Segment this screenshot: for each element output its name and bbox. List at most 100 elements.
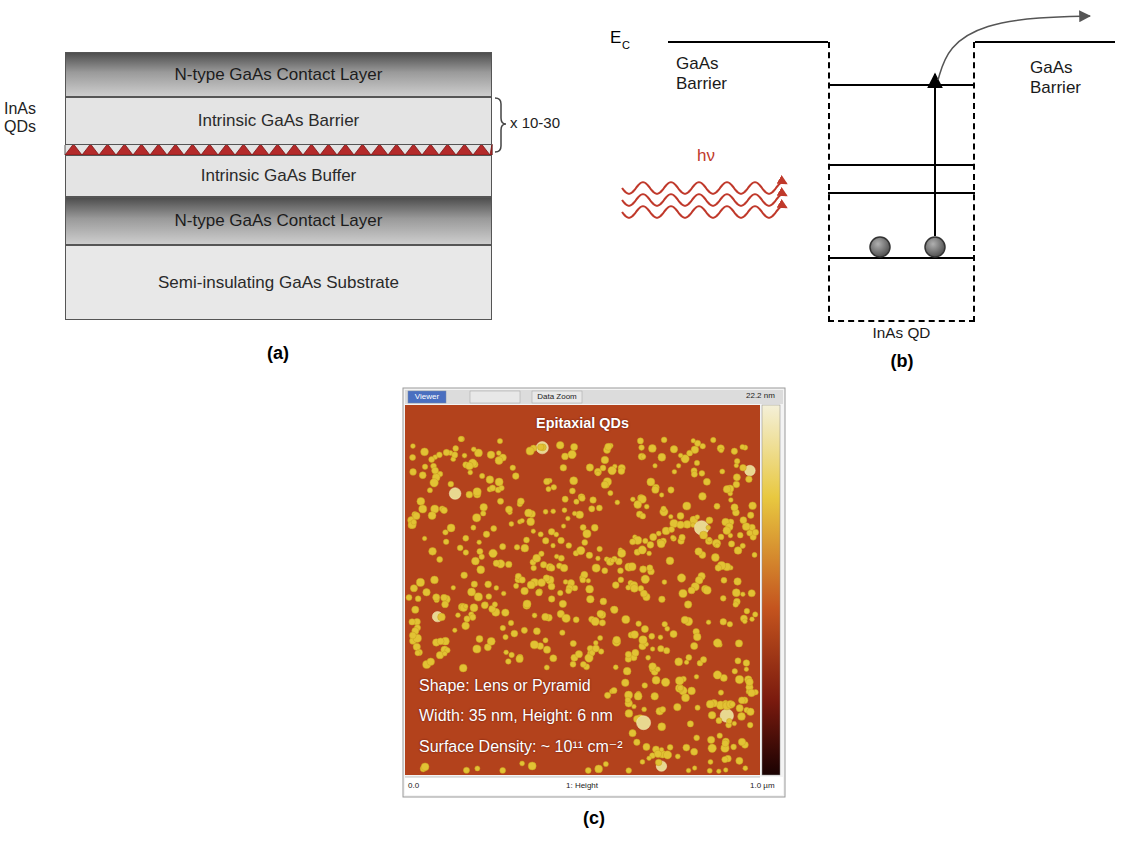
quantum-dot [550, 655, 557, 662]
quantum-dot [447, 524, 455, 532]
qd-strip [65, 145, 492, 155]
quantum-dot [748, 512, 754, 518]
quantum-dot [727, 718, 732, 723]
layer-label: Intrinsic GaAs Buffer [201, 166, 357, 186]
quantum-dot [634, 501, 642, 509]
quantum-dot [676, 464, 680, 468]
quantum-dot [566, 588, 572, 594]
quantum-dot [707, 736, 714, 743]
quantum-dot [687, 721, 693, 727]
image-note: Width: 35 nm, Height: 6 nm [419, 707, 613, 725]
quantum-dot [501, 591, 506, 596]
quantum-dot [711, 437, 716, 442]
quantum-dot [641, 625, 648, 632]
quantum-dot [543, 509, 548, 514]
quantum-dot [460, 604, 468, 612]
quantum-dot [517, 498, 524, 505]
quantum-dot [675, 754, 680, 759]
quantum-dot [640, 759, 645, 764]
quantum-dot [684, 601, 691, 608]
quantum-dot [409, 632, 416, 639]
quantum-dot [723, 527, 731, 535]
quantum-dot [622, 615, 630, 623]
quantum-dot [451, 585, 456, 590]
quantum-dot [602, 568, 608, 574]
quantum-dot [630, 539, 636, 545]
quantum-dot [723, 768, 728, 773]
quantum-dot [629, 730, 636, 737]
quantum-dot [486, 476, 494, 484]
quantum-dot [527, 581, 535, 589]
quantum-dot [472, 557, 480, 565]
quantum-dot [462, 453, 467, 458]
quantum-dot [508, 620, 513, 625]
quantum-dot [691, 439, 695, 443]
quantum-dot [676, 677, 684, 685]
quantum-dot [499, 485, 504, 490]
quantum-dot [528, 762, 536, 770]
quantum-dot [735, 658, 741, 664]
quantum-dot [509, 521, 514, 526]
quantum-dot [693, 633, 701, 641]
quantum-dot [442, 651, 447, 656]
quantum-dot [721, 577, 727, 583]
quantum-dot [531, 529, 536, 534]
quantum-dot [611, 606, 618, 613]
quantum-dot [464, 616, 470, 622]
quantum-dot [623, 667, 631, 675]
quantum-dot [746, 678, 753, 685]
quantum-dot [421, 448, 429, 456]
quantum-dot [574, 499, 579, 504]
image-note: Shape: Lens or Pyramid [419, 677, 591, 695]
quantum-dot [695, 705, 700, 710]
quantum-dot [416, 578, 424, 586]
quantum-dot [569, 488, 575, 494]
quantum-dot [618, 468, 625, 475]
quantum-dot [631, 631, 639, 639]
quantum-dot [652, 486, 659, 493]
photon-label: hν [697, 146, 715, 166]
quantum-dot [662, 621, 668, 627]
quantum-dot [521, 627, 527, 633]
scale-max: 22.2 nm [746, 391, 775, 400]
quantum-dot [733, 474, 740, 481]
quantum-dot [453, 446, 459, 452]
photon-wave [622, 194, 786, 206]
quantum-dot [474, 593, 482, 601]
quantum-dot [675, 658, 683, 666]
quantum-dot [638, 453, 645, 460]
quantum-dot [441, 594, 448, 601]
quantum-dot [456, 613, 461, 618]
quantum-dot [430, 479, 438, 487]
quantum-dot [429, 457, 435, 463]
band-symbol: E [610, 28, 621, 48]
quantum-dot [657, 540, 665, 548]
quantum-dot [732, 669, 737, 674]
quantum-dot [636, 621, 642, 627]
quantum-dot [500, 767, 506, 773]
quantum-dot [720, 618, 727, 625]
toolbar-tab [532, 391, 582, 403]
quantum-dot [476, 635, 483, 642]
quantum-dot [726, 700, 734, 708]
quantum-dot [489, 549, 497, 557]
quantum-dot [495, 478, 503, 486]
quantum-dot [519, 577, 525, 583]
quantum-dot [538, 444, 544, 450]
quantum-dot [666, 557, 674, 565]
quantum-dot [592, 645, 599, 652]
quantum-dot [735, 675, 743, 683]
quantum-dot [419, 505, 427, 513]
quantum-dot [551, 543, 556, 548]
quantum-dot [559, 600, 566, 607]
quantum-dot [618, 568, 624, 574]
quantum-dot [718, 534, 724, 540]
quantum-dot [543, 646, 550, 653]
quantum-dot [691, 471, 697, 477]
quantum-dot [443, 539, 449, 545]
quantum-dot [750, 617, 755, 622]
quantum-dot [749, 502, 757, 510]
quantum-dots [406, 436, 759, 773]
quantum-dot [596, 556, 601, 561]
